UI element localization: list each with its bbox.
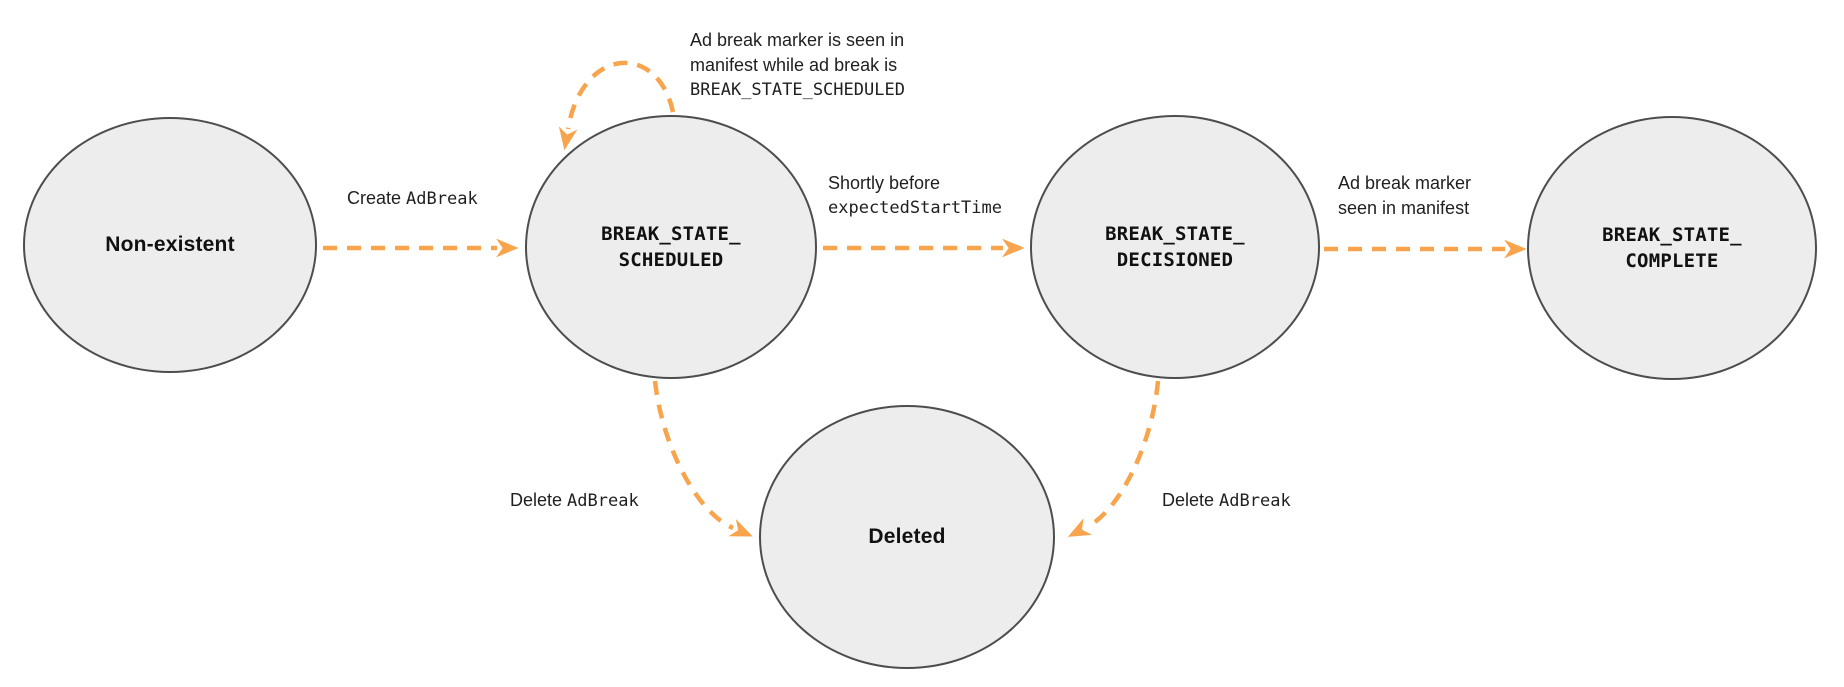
edge-label-before-code: expectedStartTime [828,198,1002,218]
edge-label-self-loop-line-1: Ad break marker is seen in [690,30,905,50]
state-break-state-complete-label: BREAK_STATE_ COMPLETE [1602,222,1742,274]
state-deleted-label: Deleted [868,524,945,550]
state-scheduled-line-2: SCHEDULED [618,249,724,271]
state-break-state-scheduled: BREAK_STATE_ SCHEDULED [525,115,817,379]
state-break-state-complete: BREAK_STATE_ COMPLETE [1527,116,1817,380]
state-non-existent: Non-existent [23,117,317,373]
edge-label-delete-right-code: AdBreak [1219,491,1291,511]
state-scheduled-line-1: BREAK_STATE_ [601,223,741,245]
edge-self-loop-scheduled [558,60,676,151]
edge-label-marker-seen-line-1: Ad break marker [1338,173,1472,193]
state-non-existent-label: Non-existent [105,232,235,258]
edge-label-marker-seen: Ad break marker seen in manifest [1338,171,1471,221]
state-deleted: Deleted [759,405,1055,669]
state-deleted-line: Deleted [868,525,946,548]
edge-label-create-adbreak: Create AdBreak [347,186,478,212]
state-break-state-decisioned-label: BREAK_STATE_ DECISIONED [1105,221,1245,273]
edge-label-before-expected-start-time: Shortly before expectedStartTime [828,171,1002,221]
edge-delete-from-decisioned [1067,380,1161,537]
edge-label-self-loop: Ad break marker is seen in manifest whil… [690,28,905,103]
edge-label-self-loop-code: BREAK_STATE_SCHEDULED [690,80,905,100]
state-non-existent-line: Non-existent [105,233,235,256]
state-decisioned-line-2: DECISIONED [1116,249,1234,271]
state-complete-line-1: BREAK_STATE_ [1602,224,1742,246]
edge-label-marker-seen-line-2: seen in manifest [1338,198,1470,218]
edge-label-self-loop-line-2: manifest while ad break is [690,55,898,75]
edge-label-delete-left-code: AdBreak [567,491,639,511]
edge-label-create-code: AdBreak [406,189,478,209]
edge-label-before-text: Shortly before [828,173,941,193]
edge-label-delete-right-text: Delete [1162,490,1220,510]
state-break-state-decisioned: BREAK_STATE_ DECISIONED [1030,115,1320,379]
edge-label-delete-left-text: Delete [510,490,568,510]
state-break-state-scheduled-label: BREAK_STATE_ SCHEDULED [601,221,741,273]
edge-delete-from-scheduled [652,380,753,537]
edge-label-delete-from-scheduled: Delete AdBreak [510,488,639,514]
edge-label-delete-from-decisioned: Delete AdBreak [1162,488,1291,514]
state-complete-line-2: COMPLETE [1625,250,1719,272]
state-decisioned-line-1: BREAK_STATE_ [1105,223,1245,245]
edge-label-create-text: Create [347,188,407,208]
